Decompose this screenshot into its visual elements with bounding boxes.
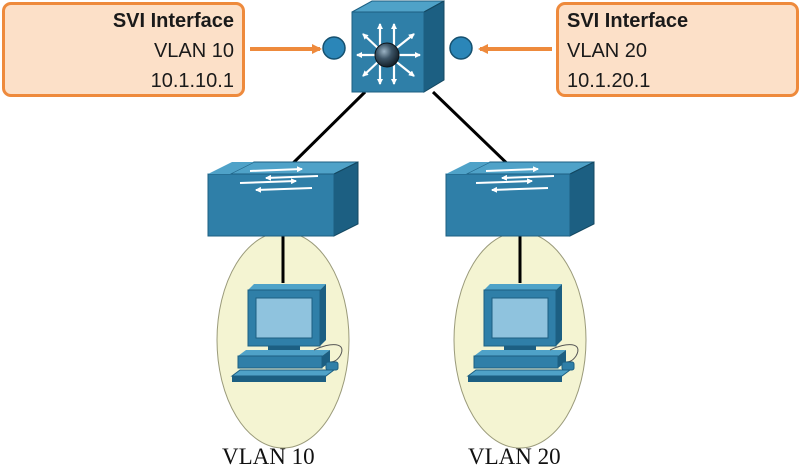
switch-icon	[207, 161, 359, 237]
vlan-10-label: VLAN 10	[222, 444, 315, 469]
multilayer-switch-icon	[351, 0, 445, 93]
svi-port-right	[449, 36, 473, 60]
uplink-left	[280, 90, 367, 176]
uplink-right	[431, 90, 520, 176]
svi-vlan: VLAN 10	[153, 40, 234, 62]
switch-icon	[445, 161, 595, 237]
pc-icon	[230, 284, 343, 382]
vlan-20-label: VLAN 20	[468, 444, 561, 469]
svi-ip-address: 10.1.20.1	[567, 70, 651, 92]
svi-interface-box-left: SVI Interface VLAN 10 10.1.10.1	[2, 2, 245, 97]
svi-port-left	[322, 36, 346, 60]
svi-title: SVI Interface	[567, 10, 689, 32]
pc-icon	[466, 284, 579, 382]
svi-interface-box-right: SVI Interface VLAN 20 10.1.20.1	[556, 2, 799, 97]
svi-title: SVI Interface	[112, 10, 234, 32]
svi-ip-address: 10.1.10.1	[150, 70, 234, 92]
svi-vlan: VLAN 20	[567, 40, 648, 62]
